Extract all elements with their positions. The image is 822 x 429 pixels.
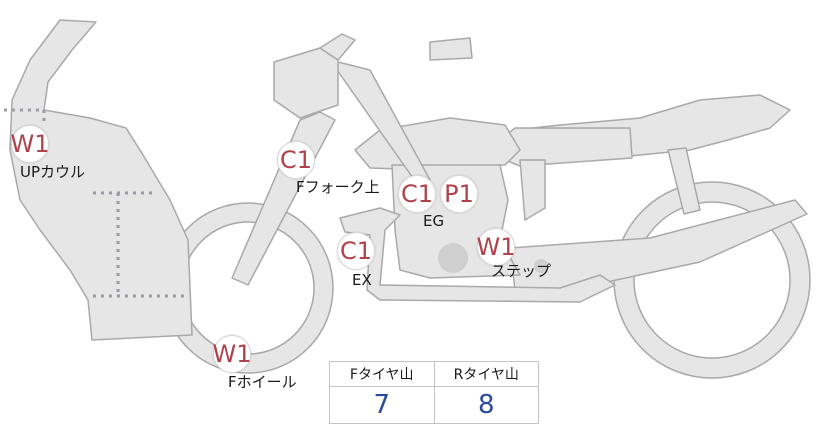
ffork-label: Fフォーク上 (296, 178, 380, 196)
mirror-post (429, 37, 473, 61)
tire-tread-header-row: Fタイヤ山 Rタイヤ山 (329, 361, 539, 387)
ex-code: C1 (339, 237, 373, 265)
frame-rear (519, 159, 546, 221)
step-code: W1 (476, 233, 516, 261)
handlebar (319, 33, 356, 61)
rear-tire-header: Rタイヤ山 (433, 361, 539, 387)
headlight (273, 47, 339, 119)
ex-marker[interactable]: C1 (337, 232, 375, 270)
eg-label: EG (423, 212, 445, 230)
eg-c-marker[interactable]: C1 (398, 175, 436, 213)
upcowl-label: UPカウル (20, 163, 86, 181)
ffork-marker[interactable]: C1 (277, 141, 315, 179)
eg-c-code: C1 (400, 180, 434, 208)
front-tire-header: Fタイヤ山 (329, 361, 435, 387)
step-label: ステップ (491, 262, 552, 280)
eg-p-marker[interactable]: P1 (440, 175, 478, 213)
tire-tread-table: Fタイヤ山 Rタイヤ山 7 8 (329, 361, 539, 424)
rear-tire-value: 8 (433, 386, 539, 424)
step-peg (534, 259, 548, 273)
upper-cowl (9, 19, 193, 341)
fwheel-label: Fホイール (228, 373, 297, 391)
upcowl-marker[interactable]: W1 (10, 125, 50, 163)
engine-cover (438, 243, 468, 273)
fwheel-marker[interactable]: W1 (212, 335, 252, 373)
rear-shock (667, 147, 701, 215)
front-tire-value: 7 (329, 386, 435, 424)
step-marker[interactable]: W1 (476, 228, 516, 266)
ffork-code: C1 (279, 146, 313, 174)
tire-tread-value-row: 7 8 (329, 386, 539, 424)
eg-p-code: P1 (444, 180, 474, 208)
fwheel-code: W1 (212, 340, 252, 368)
upcowl-code: W1 (10, 130, 50, 158)
cowl-zone-top (4, 108, 46, 126)
ex-label: EX (352, 271, 372, 289)
